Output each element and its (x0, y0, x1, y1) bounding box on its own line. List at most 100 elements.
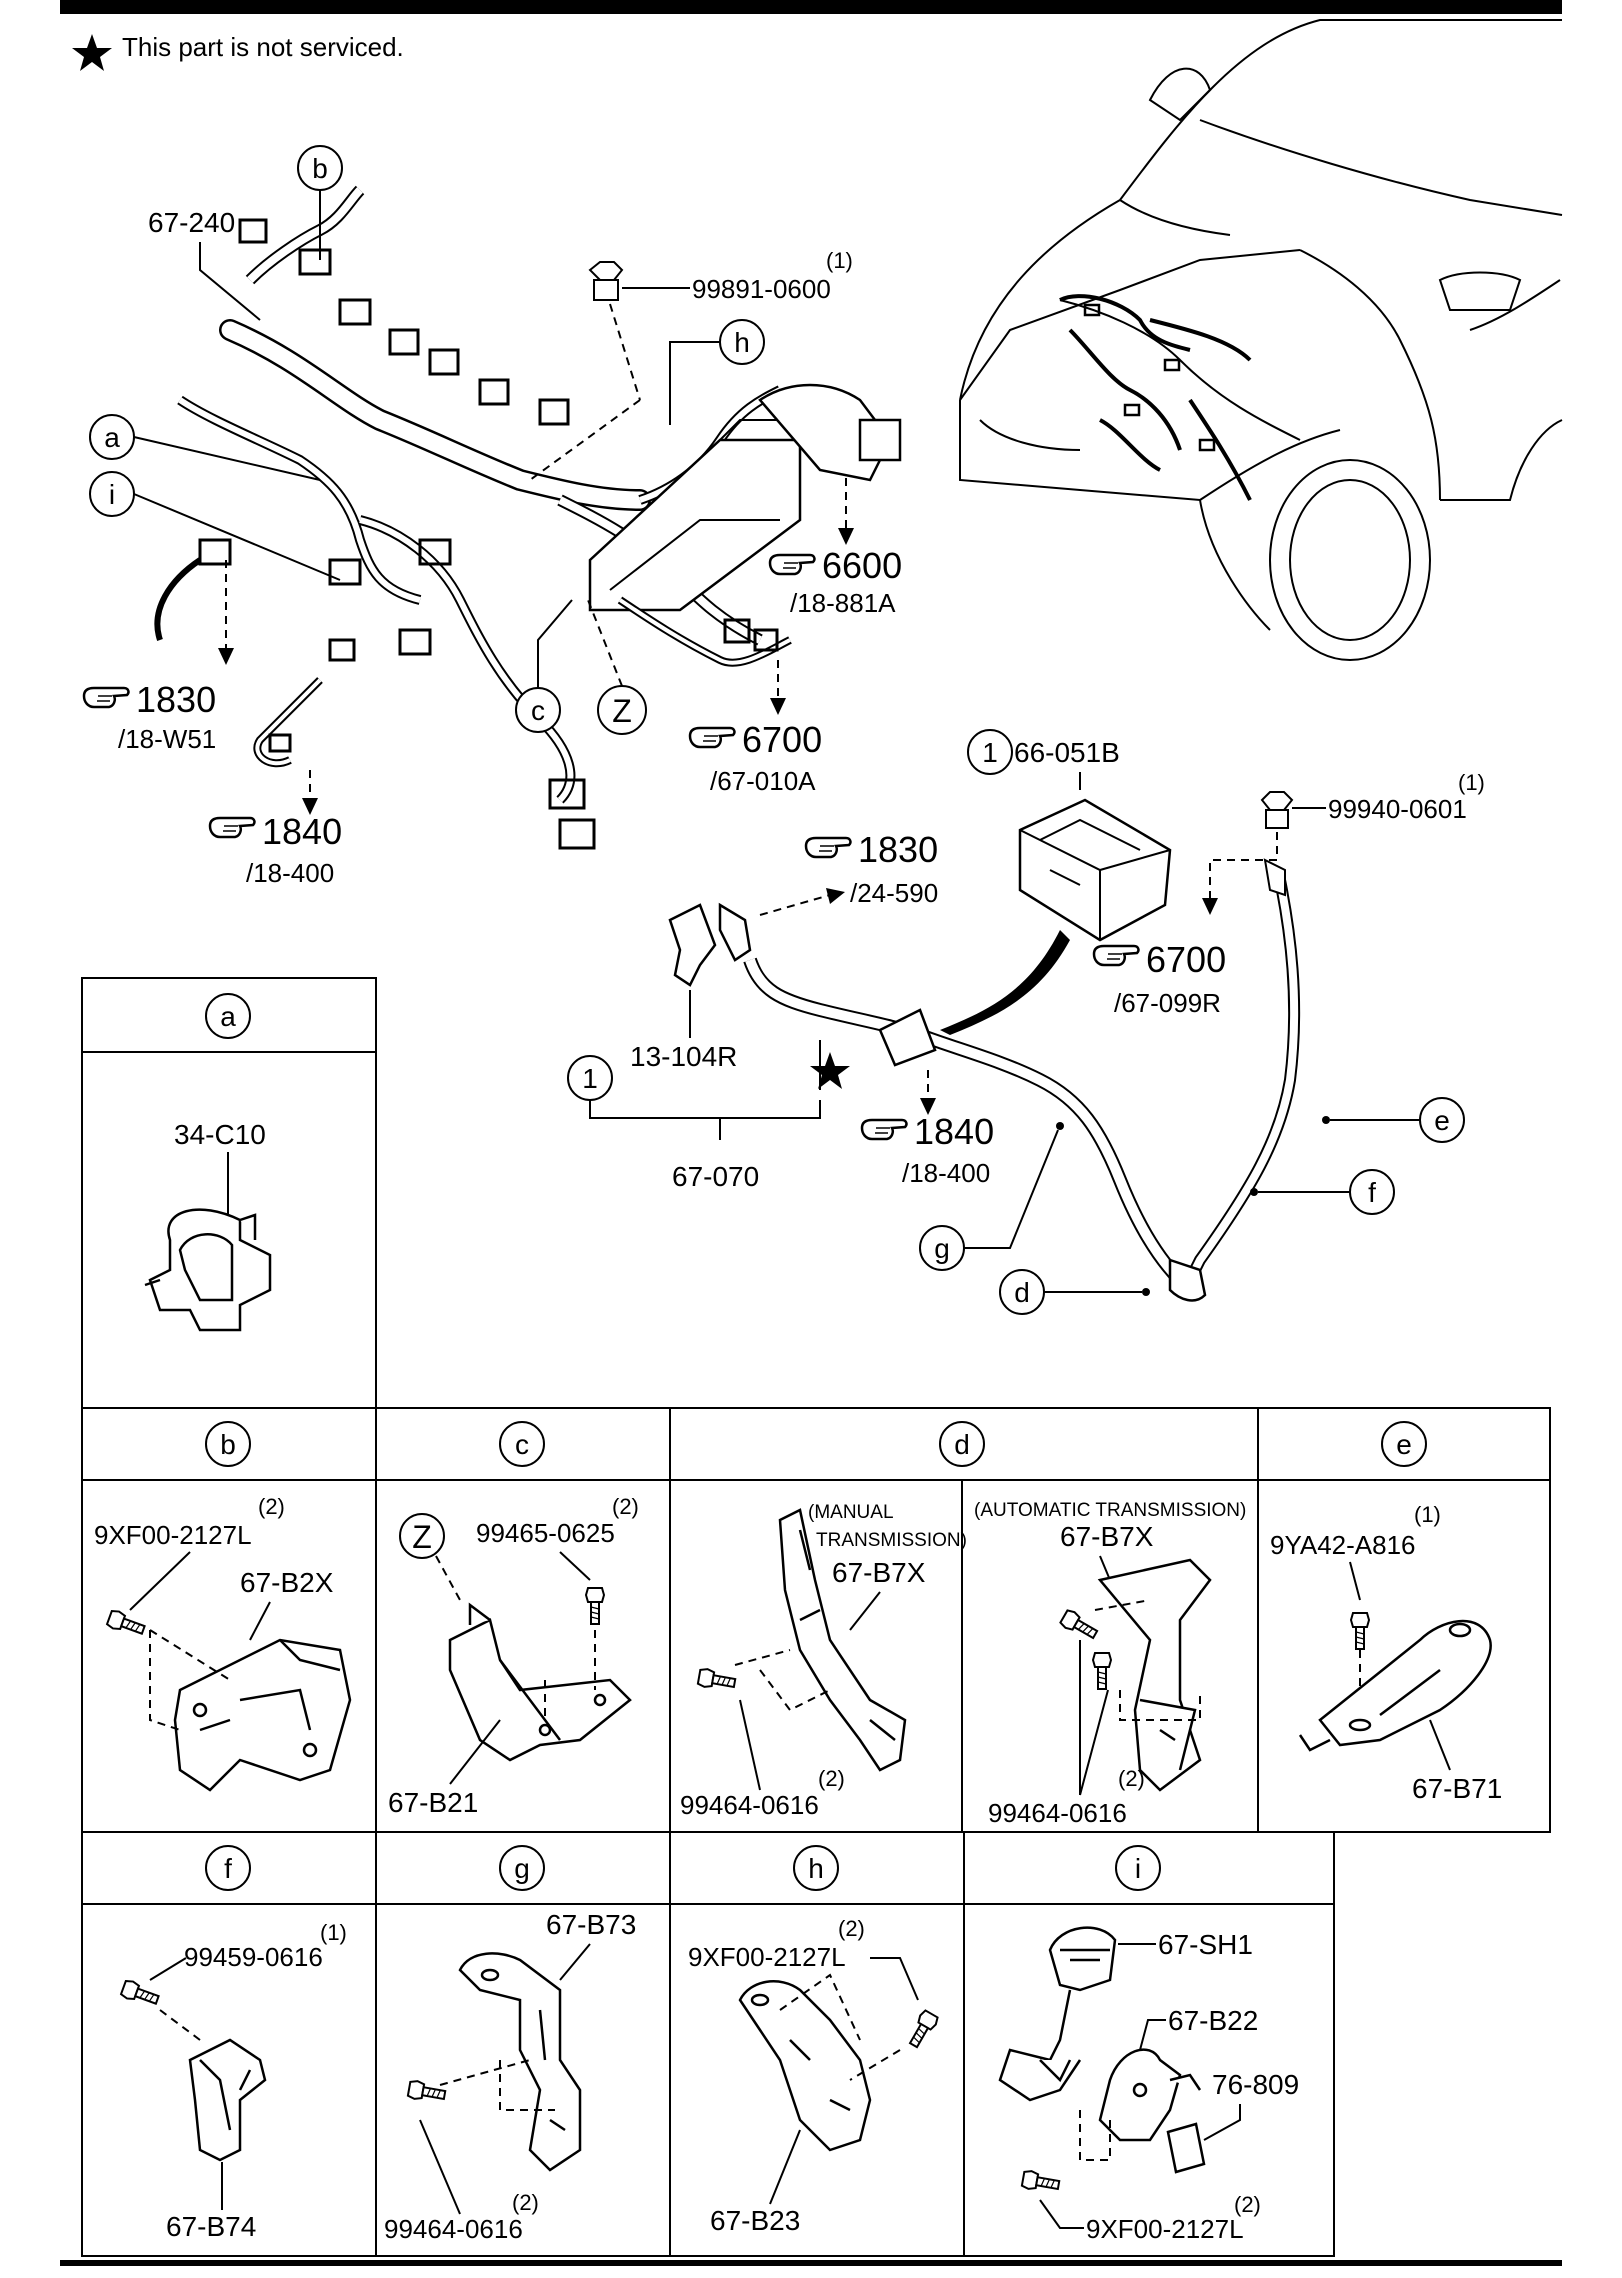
bolt-icon (119, 1978, 162, 2010)
ref-1830-main: 1830 /18-W51 (82, 560, 234, 754)
svg-text:(AUTOMATIC TRANSMISSION): (AUTOMATIC TRANSMISSION) (974, 1500, 1246, 1521)
svg-text:9XF00-2127L: 9XF00-2127L (1086, 2214, 1244, 2244)
sensor-drawing (998, 1926, 1117, 2102)
label-99891-0600: 99891-0600 (692, 274, 831, 304)
svg-text:13-104R: 13-104R (630, 1041, 737, 1072)
bolt-icon (585, 1587, 605, 1625)
svg-text:/18-400: /18-400 (246, 858, 334, 888)
svg-text:e: e (1434, 1105, 1450, 1136)
bolt-icon (1020, 2168, 1062, 2195)
svg-text:c: c (515, 1429, 529, 1460)
nut-99891-0600: 99891-0600 (1) (529, 248, 853, 481)
callout-g: g (919, 1122, 1064, 1271)
svg-text:67-B23: 67-B23 (710, 2205, 800, 2236)
detail-h: h 9XF00-2127L (2) 67-B23 (688, 1845, 941, 2236)
pointing-hand-icon (82, 686, 130, 709)
label-66-051B: 1 66-051B (967, 729, 1120, 790)
svg-text:67-B7X: 67-B7X (1060, 1521, 1154, 1552)
detail-f: f 99459-0616 (1) 67-B74 (119, 1845, 347, 2242)
svg-text:1: 1 (582, 1063, 598, 1094)
label-13-104R-67-070: 13-104R 1 67-070 (567, 990, 850, 1192)
svg-text:/67-010A: /67-010A (710, 766, 816, 796)
svg-text:(1): (1) (1458, 770, 1485, 795)
battery-cable-drawing (668, 858, 1301, 1302)
svg-text:34-C10: 34-C10 (174, 1119, 266, 1150)
detail-d: d (MANUAL TRANSMISSION) 67-B7X 99464-061… (680, 1421, 1246, 1828)
detail-i: i 67-SH1 67-B22 76-809 9XF00-2127L (2) (998, 1845, 1299, 2244)
svg-text:67-SH1: 67-SH1 (1158, 1929, 1253, 1960)
svg-text:9XF00-2127L: 9XF00-2127L (94, 1520, 252, 1550)
svg-text:b: b (312, 153, 328, 184)
detail-g: g 67-B73 99464-0616 (2) (384, 1845, 636, 2244)
svg-text:d: d (954, 1429, 970, 1460)
svg-text:99464-0616: 99464-0616 (384, 2214, 523, 2244)
bracket-drawing (448, 1602, 632, 1762)
svg-text:76-809: 76-809 (1212, 2069, 1299, 2100)
svg-text:g: g (514, 1853, 530, 1884)
callout-f: f (1250, 1169, 1395, 1215)
svg-text:(2): (2) (512, 2190, 539, 2215)
callout-c: c (515, 599, 573, 733)
bolt-icon (696, 1666, 738, 1693)
svg-text:/18-881A: /18-881A (790, 588, 896, 618)
callout-a: a (89, 414, 321, 481)
svg-text:e: e (1396, 1429, 1412, 1460)
callout-h: h (669, 319, 765, 425)
bracket-drawing (1098, 2048, 1202, 2142)
pointing-hand-icon (804, 836, 852, 859)
svg-text:g: g (934, 1233, 950, 1264)
svg-text:f: f (224, 1853, 232, 1884)
label-67-240: 67-240 (148, 207, 261, 321)
svg-text:99464-0616: 99464-0616 (680, 1790, 819, 1820)
svg-text:(MANUAL: (MANUAL (808, 1502, 894, 1523)
svg-text:99464-0616: 99464-0616 (988, 1798, 1127, 1828)
svg-text:67-B7X: 67-B7X (832, 1557, 926, 1588)
callout-z: Z (587, 599, 647, 735)
svg-text:Z: Z (412, 1519, 432, 1555)
svg-text:/18-W51: /18-W51 (118, 724, 216, 754)
detail-grid (81, 977, 1551, 2257)
bracket-drawing (173, 1638, 352, 1792)
bottom-rule (60, 2260, 1562, 2266)
svg-text:1830: 1830 (858, 829, 938, 870)
detail-b: b 9XF00-2127L (2) 67-B2X (94, 1421, 352, 1792)
svg-text:(2): (2) (818, 1766, 845, 1791)
svg-text:(2): (2) (258, 1494, 285, 1519)
svg-text:9XF00-2127L: 9XF00-2127L (688, 1942, 846, 1972)
svg-text:a: a (104, 422, 120, 453)
bracket-drawing (738, 1980, 872, 2152)
svg-text:66-051B: 66-051B (1014, 737, 1120, 768)
clip-34-c10 (144, 1208, 272, 1332)
svg-text:(1): (1) (1414, 1502, 1441, 1527)
svg-text:c: c (531, 695, 545, 726)
bracket-drawing (188, 2038, 267, 2162)
callout-b: b (297, 145, 343, 260)
star-icon (72, 34, 112, 71)
pointing-hand-icon (688, 726, 736, 749)
svg-text:1830: 1830 (136, 679, 216, 720)
detail-e: e 9YA42-A816 (1) 67-B71 (1270, 1421, 1502, 1804)
pointing-hand-icon (1092, 944, 1140, 967)
star-icon (810, 1052, 850, 1089)
bracket-drawing (778, 1508, 907, 1772)
svg-text:(2): (2) (612, 1494, 639, 1519)
svg-text:i: i (1135, 1853, 1141, 1884)
bracket-drawing (1097, 1558, 1212, 1792)
svg-text:99465-0625: 99465-0625 (476, 1518, 615, 1548)
bolt-icon (406, 2078, 448, 2105)
svg-text:67-070: 67-070 (672, 1161, 759, 1192)
svg-text:67-B2X: 67-B2X (240, 1567, 334, 1598)
svg-text:(2): (2) (1118, 1766, 1145, 1791)
clip-76-809 (1166, 2122, 1206, 2174)
ref-6700-main: 6700 /67-010A (688, 660, 822, 796)
svg-text:6600: 6600 (822, 545, 902, 586)
top-rule (60, 0, 1562, 14)
svg-text:67-240: 67-240 (148, 207, 235, 238)
svg-text:/18-400: /18-400 (902, 1158, 990, 1188)
svg-text:f: f (1368, 1177, 1376, 1208)
vehicle-drawing (959, 19, 1563, 661)
svg-text:67-B22: 67-B22 (1168, 2005, 1258, 2036)
svg-text:a: a (220, 1001, 236, 1032)
svg-text:i: i (109, 479, 115, 510)
svg-text:9YA42-A816: 9YA42-A816 (1270, 1530, 1416, 1560)
